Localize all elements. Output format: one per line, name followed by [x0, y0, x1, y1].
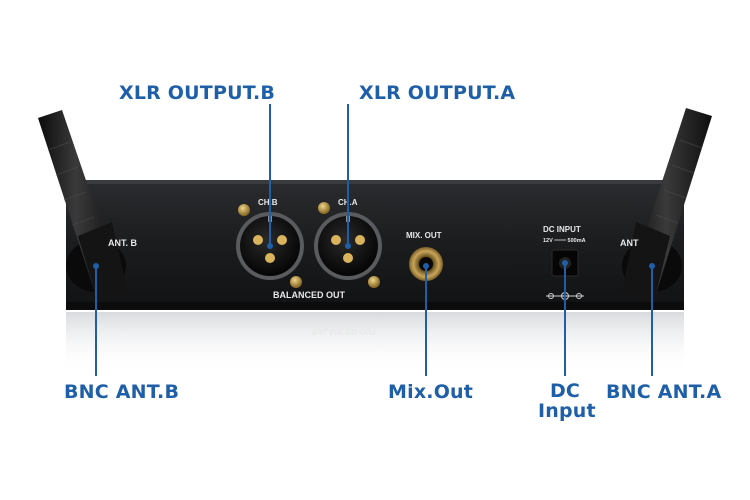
- balanced-out-reflection: BALANCED OUT: [312, 327, 376, 336]
- callout-bnc-ant-a: BNC ANT.A: [606, 381, 722, 403]
- callout-xlr-output-a: XLR OUTPUT.A: [359, 82, 516, 104]
- callout-bnc-ant-b: BNC ANT.B: [64, 381, 180, 403]
- callout-dc-input-line2: Input: [538, 400, 596, 422]
- callout-dc-input-line1: DC: [549, 380, 581, 402]
- panel-ant-b-label: ANT. B: [108, 238, 138, 248]
- callout-mix-out: Mix.Out: [388, 381, 474, 403]
- panel-mix-out-label: MIX. OUT: [406, 231, 442, 240]
- panel-ant-a-label: ANT: [620, 238, 639, 248]
- device-reflection: [66, 312, 684, 372]
- callout-lines: [95, 104, 653, 376]
- panel-dc-input-label: DC INPUT: [543, 225, 581, 234]
- panel-dc-rating-label: 12V ═══ 500mA: [543, 238, 586, 244]
- panel-balanced-out-label: BALANCED OUT: [273, 290, 345, 300]
- callout-anchor-dots: [93, 243, 655, 269]
- receiver-bottom-edge: [66, 302, 684, 310]
- antenna-b: [38, 110, 128, 302]
- receiver-top-edge: [66, 180, 684, 184]
- callout-xlr-output-b: XLR OUTPUT.B: [119, 82, 276, 104]
- antenna-a: [622, 108, 712, 302]
- panel-ch-b-label: CH.B: [258, 198, 278, 207]
- callout-dc-input: DC Input: [538, 380, 596, 422]
